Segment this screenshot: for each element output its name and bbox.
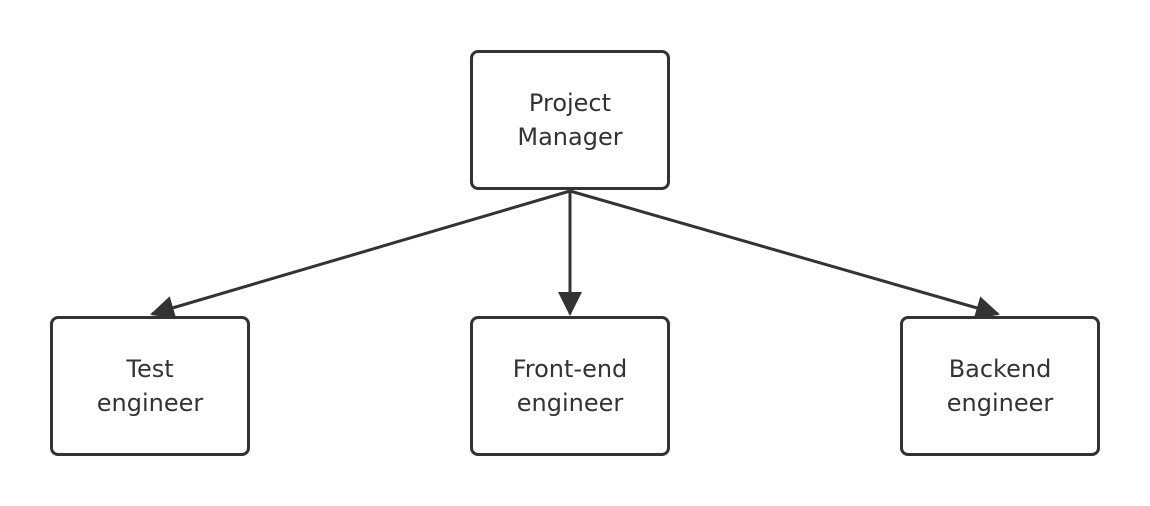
node-project-manager-line-2: Manager (517, 123, 623, 151)
node-project-manager: Project Manager (470, 50, 670, 190)
node-backend-engineer-line-2: engineer (946, 389, 1054, 417)
edge-pm-to-back (569, 189, 1000, 320)
node-backend-engineer-label: Backend engineer (947, 352, 1054, 420)
node-project-manager-label: Project Manager (517, 86, 622, 154)
edge-pm-to-test (150, 189, 571, 320)
node-front-end-engineer-label: Front-end engineer (513, 352, 628, 420)
node-front-end-engineer: Front-end engineer (470, 316, 670, 456)
node-test-engineer-label: Test engineer (97, 352, 204, 420)
node-project-manager-line-1: Project (528, 89, 612, 117)
node-front-end-engineer-line-1: Front-end (512, 355, 628, 383)
node-backend-engineer: Backend engineer (900, 316, 1100, 456)
node-front-end-engineer-line-2: engineer (516, 389, 624, 417)
node-test-engineer-line-2: engineer (96, 389, 204, 417)
node-test-engineer: Test engineer (50, 316, 250, 456)
node-backend-engineer-line-1: Backend (948, 355, 1052, 383)
node-test-engineer-line-1: Test (126, 355, 174, 383)
